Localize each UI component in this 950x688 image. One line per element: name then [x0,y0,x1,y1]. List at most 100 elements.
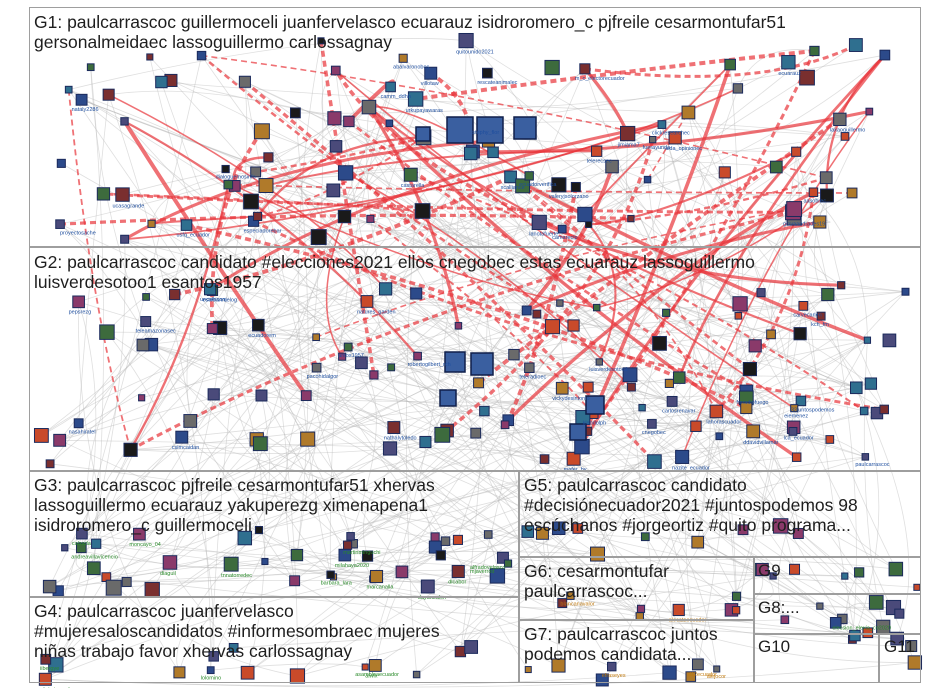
graph-node[interactable] [901,287,910,296]
graph-node[interactable] [503,559,513,568]
graph-node[interactable] [672,371,686,384]
graph-node[interactable] [772,518,789,534]
graph-node[interactable] [311,362,322,373]
graph-node[interactable] [223,556,239,572]
graph-node[interactable] [570,181,581,192]
graph-node[interactable] [64,85,73,94]
graph-node[interactable] [483,530,493,539]
graph-node[interactable] [72,295,85,309]
graph-node[interactable] [790,404,799,413]
graph-node[interactable] [691,535,705,549]
graph-node[interactable] [343,342,353,352]
graph-node[interactable] [55,219,65,229]
graph-node[interactable] [121,576,132,587]
graph-node[interactable] [48,657,64,673]
graph-node[interactable] [412,670,421,679]
graph-node[interactable] [556,299,564,307]
graph-node[interactable] [833,112,847,127]
graph-node[interactable] [252,318,265,332]
graph-node[interactable] [732,83,744,94]
graph-node[interactable] [410,287,423,300]
graph-node[interactable] [557,598,568,609]
graph-node[interactable] [253,123,270,140]
graph-node[interactable] [724,58,736,71]
graph-node[interactable] [40,653,52,665]
graph-node[interactable] [691,658,704,671]
graph-node[interactable] [487,146,499,159]
graph-node[interactable] [863,336,872,344]
graph-hub-node[interactable] [444,351,466,373]
graph-node[interactable] [53,433,67,447]
graph-node[interactable] [342,540,353,550]
graph-node[interactable] [582,381,594,393]
graph-node[interactable] [675,449,690,464]
graph-node[interactable] [382,441,398,456]
graph-node[interactable] [395,565,409,579]
graph-node[interactable] [240,665,255,680]
graph-node[interactable] [638,404,646,412]
graph-node[interactable] [894,608,905,619]
graph-node[interactable] [413,351,422,361]
graph-node[interactable] [577,206,593,223]
graph-node[interactable] [206,323,218,335]
graph-node[interactable] [343,115,355,128]
graph-node[interactable] [434,426,451,443]
graph-node[interactable] [780,615,790,625]
graph-node[interactable] [619,125,636,142]
graph-hub-node[interactable] [513,116,537,140]
graph-node[interactable] [238,75,251,88]
graph-node[interactable] [786,201,803,217]
graph-node[interactable] [640,532,650,542]
graph-node[interactable] [590,145,603,157]
graph-node[interactable] [766,329,776,340]
graph-node[interactable] [428,540,442,554]
graph-node[interactable] [890,631,904,646]
graph-node[interactable] [592,303,601,312]
graph-node[interactable] [203,283,217,296]
graph-node[interactable] [837,281,846,290]
graph-hub-node[interactable] [470,352,494,376]
graph-node[interactable] [734,312,743,320]
graph-node[interactable] [387,363,396,372]
graph-node[interactable] [361,99,377,115]
graph-node[interactable] [162,555,178,570]
graph-node[interactable] [496,551,509,564]
graph-node[interactable] [221,164,230,174]
graph-node[interactable] [290,548,304,562]
graph-node[interactable] [854,567,865,578]
graph-node[interactable] [731,606,741,615]
graph-node[interactable] [42,579,57,594]
graph-node[interactable] [228,642,239,653]
graph-node[interactable] [387,421,401,435]
graph-node[interactable] [821,287,835,302]
graph-node[interactable] [715,432,724,441]
graph-node[interactable] [105,579,122,596]
graph-node[interactable] [99,324,115,340]
graph-node[interactable] [864,377,878,390]
graph-node[interactable] [424,66,438,80]
graph-node[interactable] [732,296,748,312]
graph-node[interactable] [508,348,520,361]
graph-node[interactable] [330,65,341,76]
graph-node[interactable] [252,436,268,452]
graph-node[interactable] [595,358,603,366]
graph-node[interactable] [76,527,88,540]
graph-node[interactable] [300,431,316,447]
graph-node[interactable] [521,525,535,538]
graph-node[interactable] [813,215,827,229]
graph-node[interactable] [261,557,269,566]
graph-node[interactable] [310,229,327,246]
graph-hub-node[interactable] [476,116,504,144]
graph-node[interactable] [913,583,921,591]
graph-node[interactable] [300,390,312,402]
graph-node[interactable] [253,211,263,221]
graph-node[interactable] [905,640,918,653]
graph-node[interactable] [649,135,657,144]
graph-node[interactable] [551,177,567,193]
graph-node[interactable] [133,527,146,541]
graph-node[interactable] [535,526,549,540]
graph-node[interactable] [781,55,796,70]
graph-node[interactable] [155,75,168,89]
graph-node[interactable] [366,214,375,223]
graph-node[interactable] [258,178,274,194]
